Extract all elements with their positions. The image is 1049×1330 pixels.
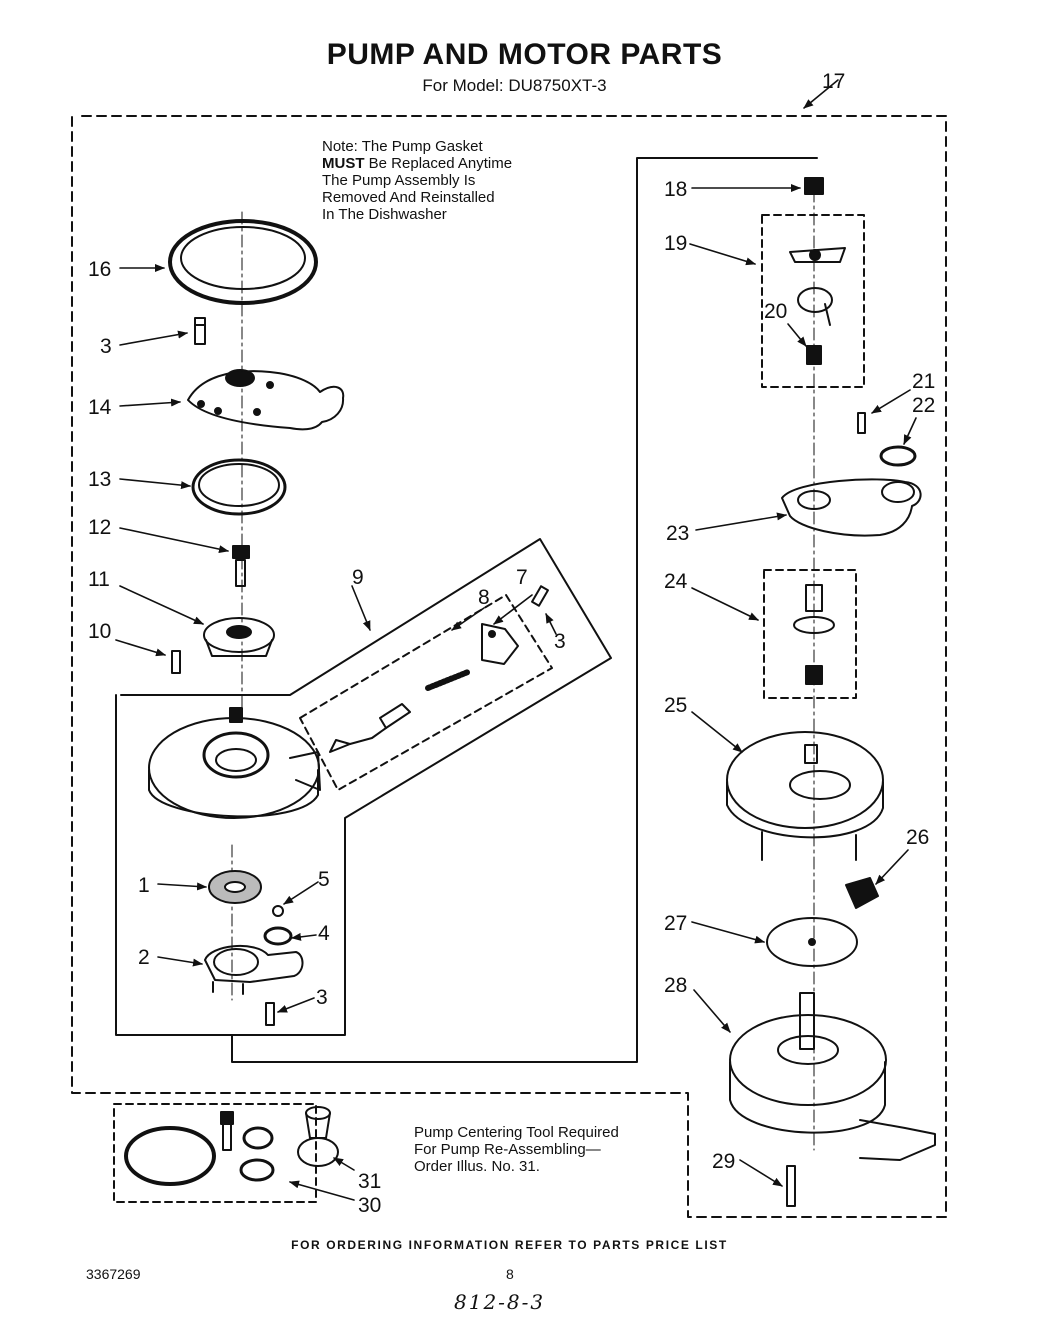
tool-note-line-1: Pump Centering Tool Required [414,1124,619,1141]
callout-13: 13 [88,468,111,491]
part-3-screw-lower [265,1002,275,1026]
centering-tool-note: Pump Centering Tool Required For Pump Re… [414,1124,694,1175]
pump-housing [148,707,321,819]
handwritten-note: 812-8-3 [454,1290,546,1314]
callout-31: 31 [358,1170,381,1193]
part-30-kit [124,1111,275,1186]
kit-24-dashed-box [763,569,857,699]
callout-3-lower: 3 [316,986,328,1009]
callout-5: 5 [318,868,330,891]
part-3-screw-nozzle [531,585,549,607]
callout-29: 29 [712,1150,735,1173]
part-31-pump-centering-tool [297,1106,339,1167]
note-line-4: Removed And Reinstalled [322,189,495,206]
part-22-grommet [879,445,917,467]
callout-numbers: 16 3 14 13 12 11 10 9 8 7 3 1 2 5 4 3 17… [88,70,935,1217]
note-line-2-rest: Be Replaced Anytime [364,155,513,172]
page-number: 8 [506,1266,514,1282]
kit-30-dashed-box [113,1103,317,1203]
part-24-shaft-assembly [793,584,835,685]
part-1-filter-screen [208,870,262,904]
callout-8: 8 [478,586,490,609]
part-10-pin [171,650,181,674]
callout-22: 22 [912,394,935,417]
pump-gasket-note: Note: The Pump Gasket MUST Be Replaced A… [322,138,562,223]
part-29-screw [786,1165,796,1207]
part-3-screw-upper [194,317,206,345]
part-4-seal [263,926,293,946]
document-part-number: 3367269 [86,1266,141,1282]
note-line-2: MUST Be Replaced Anytime [322,155,562,172]
note-must-emphasis: MUST [322,155,365,172]
part-27-slinger-disc [766,917,858,967]
part-16-pump-gasket [168,219,318,305]
callout-17: 17 [822,70,845,93]
tool-note-line-2: For Pump Re-Assembling— [414,1141,601,1158]
note-line-1: Note: The Pump Gasket [322,138,483,155]
ordering-info: FOR ORDERING INFORMATION REFER TO PARTS … [291,1238,728,1252]
part-20-bushing [806,345,822,365]
part-5-ball [272,905,284,917]
pump-assembly-outline [115,157,818,1063]
callout-3-upper: 3 [100,335,112,358]
callout-16: 16 [88,258,111,281]
part-14-chopper-plate [187,369,345,431]
callout-24: 24 [664,570,688,593]
part-8-spring [329,669,471,753]
callout-10: 10 [88,620,111,643]
assembly-boundary-dashed [71,115,947,1218]
callout-18: 18 [664,178,687,201]
callout-11: 11 [88,568,110,591]
callout-30: 30 [358,1194,381,1217]
callout-28: 28 [664,974,687,997]
part-11-impeller [203,617,275,657]
callout-20: 20 [764,300,787,323]
part-13-o-ring [191,458,287,516]
callout-2: 2 [138,946,150,969]
leader-arrows [115,79,917,1201]
callout-9: 9 [352,566,364,589]
callout-25: 25 [664,694,687,717]
callout-23: 23 [666,522,689,545]
callout-19: 19 [664,232,687,255]
note-line-5: In The Dishwasher [322,206,447,223]
callout-3-nozzle: 3 [554,630,566,653]
callout-14: 14 [88,396,112,419]
tool-note-line-3: Order Illus. No. 31. [414,1158,540,1175]
callout-1: 1 [138,874,150,897]
part-18-nut [804,177,824,195]
note-line-3: The Pump Assembly Is [322,172,476,189]
kit-19-dashed-box [761,214,865,388]
callout-21: 21 [912,370,935,393]
part-12-impeller-bolt [232,545,250,587]
part-26-connector [845,877,879,909]
nozzle-subassembly-dashed-box [299,594,553,791]
part-7-valve-body [481,623,519,665]
part-25-motor-housing [726,731,884,861]
callout-12: 12 [88,516,111,539]
callout-7: 7 [516,566,528,589]
callout-4: 4 [318,922,330,945]
part-23-mounting-plate [781,478,922,537]
page-title: PUMP AND MOTOR PARTS [326,38,723,71]
part-21-screw [857,412,866,434]
callout-26: 26 [906,826,929,849]
model-subtitle: For Model: DU8750XT-3 [422,76,607,95]
part-2-pump-base [204,944,304,995]
part-28-motor [729,992,936,1161]
callout-27: 27 [664,912,687,935]
part-19-actuator [789,247,846,326]
